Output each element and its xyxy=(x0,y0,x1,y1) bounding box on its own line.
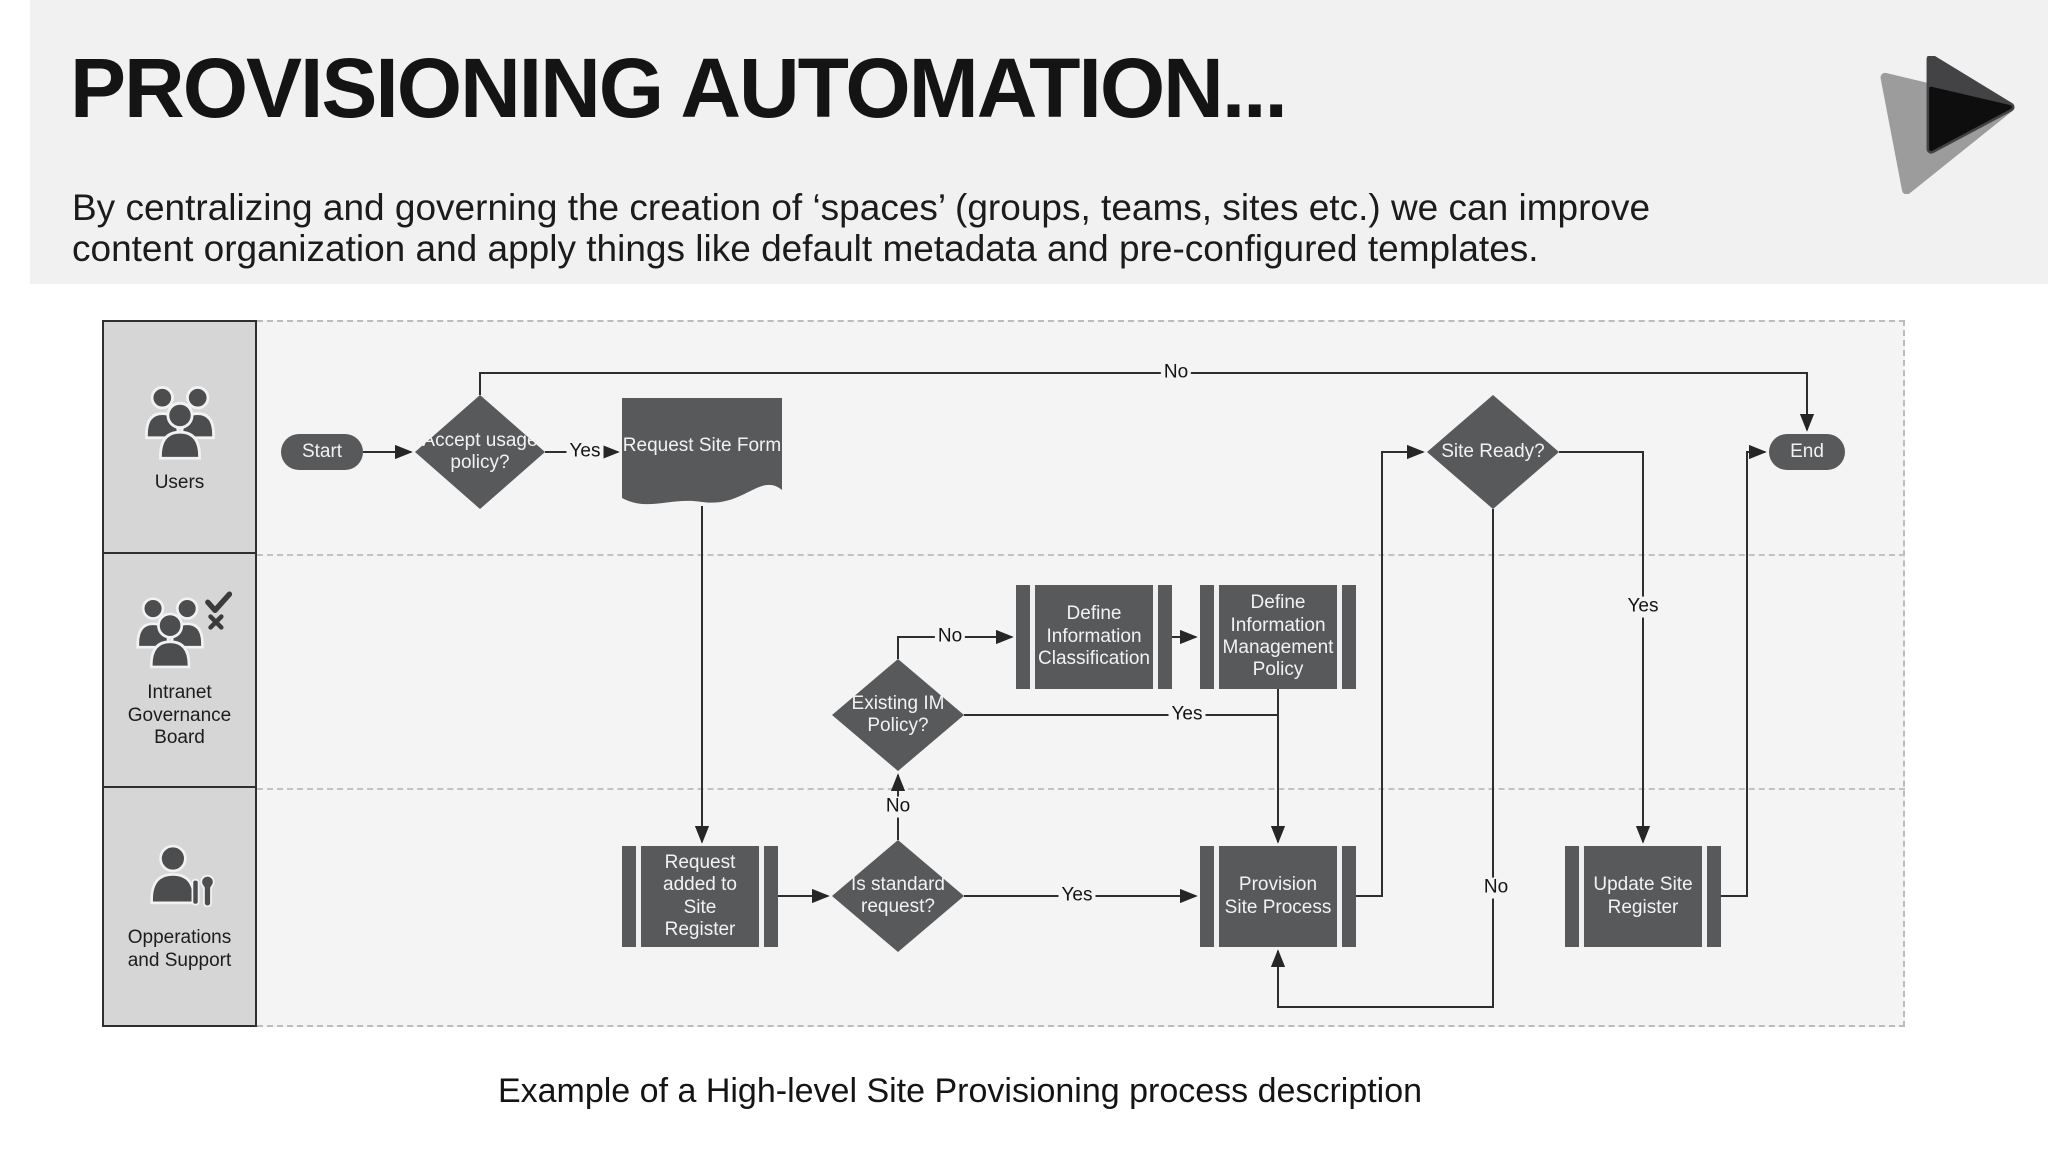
edge-label-standard-no: No xyxy=(882,796,914,818)
caption: Example of a High-level Site Provisionin… xyxy=(497,1072,1423,1110)
edge-label-existing-no: No xyxy=(934,626,966,648)
node-request-added-to-site-register: Request added to Site Register xyxy=(622,846,778,947)
lane-operations-support: Opperations and Support xyxy=(104,788,255,1023)
edge-label-accept-yes: Yes xyxy=(566,441,604,463)
header-band: PROVISIONING AUTOMATION... By centralizi… xyxy=(30,0,2048,284)
edge-label-site-ready-yes: Yes xyxy=(1624,596,1662,618)
flowchart: Users Intranet Governance Board xyxy=(102,320,1905,1027)
node-start: Start xyxy=(281,434,363,470)
document-label: Request Site Form xyxy=(622,434,782,456)
edge-label-standard-yes: Yes xyxy=(1058,885,1096,907)
decision-label: Is standard request? xyxy=(851,874,945,917)
lane-users: Users xyxy=(104,322,255,554)
lane-label: Users xyxy=(154,471,205,493)
node-define-information-classification: Define Information Classification xyxy=(1016,585,1172,689)
decision-label: Existing IM Policy? xyxy=(851,693,945,736)
subtitle-line-2: content organization and apply things li… xyxy=(72,228,1539,269)
decision-existing-im-policy: Existing IM Policy? xyxy=(832,659,964,771)
lane-label: Opperations and Support xyxy=(127,927,232,971)
subtitle-line-1: By centralizing and governing the creati… xyxy=(72,187,1651,228)
edge-label-accept-no: No xyxy=(1160,362,1192,384)
decision-label: Accept usage policy? xyxy=(422,430,538,473)
node-end: End xyxy=(1769,434,1845,470)
users-approval-icon xyxy=(135,591,232,669)
play-logo-icon xyxy=(1880,56,2015,194)
edge-label-existing-yes: Yes xyxy=(1168,704,1206,726)
decision-accept-usage-policy: Accept usage policy? xyxy=(415,395,545,509)
connector-lines xyxy=(363,372,1815,1008)
users-group-icon xyxy=(144,385,215,460)
node-provision-site-process: Provision Site Process xyxy=(1200,846,1356,947)
person-tools-icon xyxy=(149,844,215,908)
decision-is-standard-request: Is standard request? xyxy=(832,840,964,952)
node-request-site-form: Request Site Form xyxy=(622,398,782,510)
decision-site-ready: Site Ready? xyxy=(1427,395,1559,509)
node-define-information-management-policy: Define Information Management Policy xyxy=(1200,585,1356,689)
page-title: PROVISIONING AUTOMATION... xyxy=(70,41,1288,135)
decision-label: Site Ready? xyxy=(1441,441,1545,463)
node-update-site-register: Update Site Register xyxy=(1565,846,1721,947)
lane-divider-2 xyxy=(257,788,1905,790)
lane-divider-1 xyxy=(257,554,1905,556)
lane-intranet-governance-board: Intranet Governance Board xyxy=(104,554,255,788)
lane-labels-column: Users Intranet Governance Board xyxy=(102,320,257,1027)
lane-label: Intranet Governance Board xyxy=(127,682,232,749)
edge-label-site-ready-no: No xyxy=(1480,877,1512,899)
